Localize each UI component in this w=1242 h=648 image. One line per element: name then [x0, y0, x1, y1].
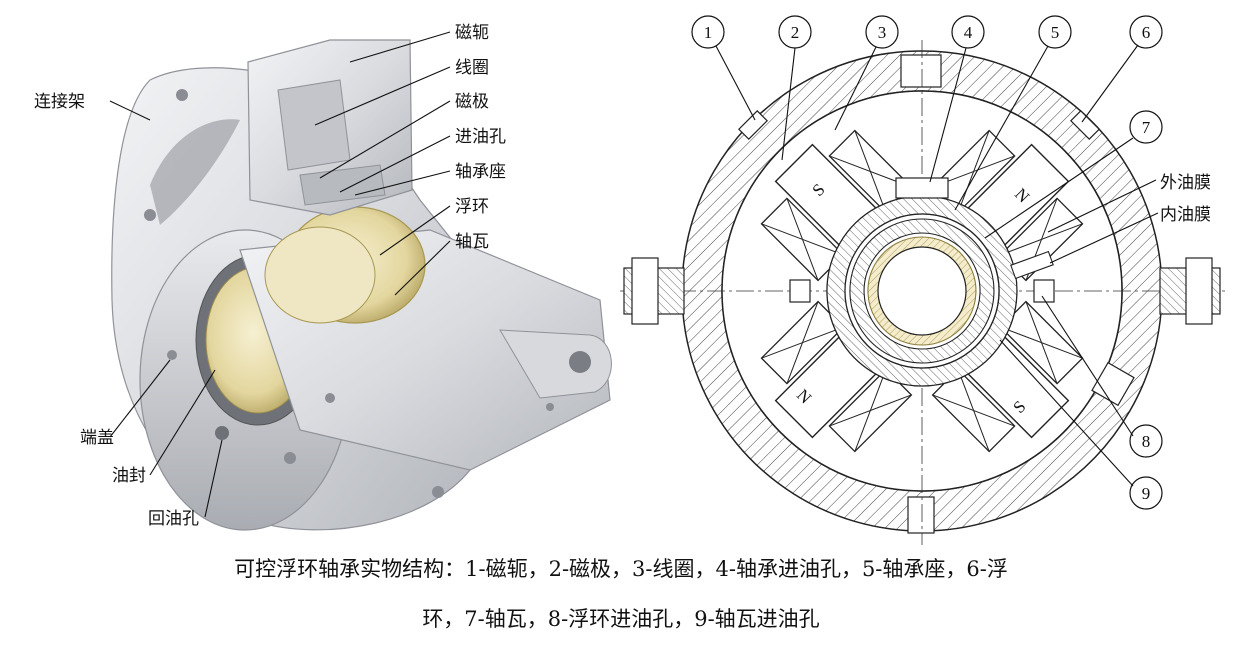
yoke-slot-tr	[1070, 110, 1100, 140]
bolt-hole	[144, 209, 156, 221]
label-yoke: 磁轭	[455, 23, 489, 43]
callout-9	[1129, 476, 1163, 510]
number-callouts: 1 2 3 4 5 6 7 8 9	[691, 15, 1163, 510]
bolt-hole	[325, 393, 335, 403]
label-bearing-seat: 轴承座	[455, 162, 506, 182]
label-inner-film: 内油膜	[1160, 205, 1211, 225]
bolt-hole	[284, 452, 296, 464]
callout-8-text: 8	[1142, 432, 1151, 451]
callout-1-text: 1	[704, 23, 713, 42]
label-outer-film: 外油膜	[1160, 173, 1211, 193]
oil-return-hole	[215, 426, 229, 440]
callout-4-text: 4	[964, 23, 973, 42]
callout-5-text: 5	[1051, 23, 1060, 42]
bolt-hole	[546, 403, 554, 411]
label-bearing-pad: 轴瓦	[455, 232, 489, 252]
ear-hole	[569, 351, 591, 373]
floating-ring-body	[849, 218, 995, 364]
yoke-slot-left	[738, 110, 768, 140]
bolt-hole	[167, 350, 177, 360]
yoke-slot-bottom	[907, 496, 935, 534]
ring-oil-inlet-right	[1033, 279, 1055, 303]
label-oil-inlet: 进油孔	[455, 127, 506, 147]
mounting-ear	[499, 329, 612, 399]
bearing-oil-inlet	[895, 177, 949, 199]
label-oil-seal: 油封	[112, 466, 146, 486]
callout-5	[1038, 15, 1072, 49]
label-connecting-frame: 连接架	[34, 92, 85, 112]
callout-7-text: 7	[1142, 118, 1151, 137]
yoke-slot-right	[1091, 361, 1135, 407]
right-bolt	[1185, 257, 1213, 325]
label-end-cover: 端盖	[80, 428, 114, 448]
callout-2-text: 2	[791, 23, 800, 42]
bolt-hole	[176, 89, 188, 101]
bearing-pad-3d	[264, 226, 376, 324]
callout-7	[1129, 110, 1163, 144]
label-oil-return-hole: 回油孔	[148, 509, 199, 529]
left-leader-lines	[109, 31, 451, 518]
label-coil: 线圈	[455, 58, 489, 78]
callout-4	[951, 15, 985, 49]
left-bolt	[631, 257, 659, 325]
callout-6-text: 6	[1142, 23, 1151, 42]
yoke-slot-top	[900, 54, 942, 88]
label-floating-ring: 浮环	[455, 197, 489, 217]
callout-8	[1129, 424, 1163, 458]
callout-3-text: 3	[878, 23, 887, 42]
frame-cutout	[150, 119, 240, 225]
pad-oil-inlet	[1010, 250, 1054, 280]
bolt-hole	[432, 486, 444, 498]
callout-1	[691, 15, 725, 49]
pole-tip	[299, 164, 386, 206]
coil-window	[277, 79, 351, 171]
caption-line-1: 可控浮环轴承实物结构：1-磁轭，2-磁极，3-线圈，4-轴承进油孔，5-轴承座，…	[234, 557, 1008, 581]
right-leader-lines	[715, 44, 1159, 487]
label-pole: 磁极	[455, 92, 489, 112]
shaft	[877, 246, 967, 336]
callout-9-text: 9	[1142, 484, 1151, 503]
callout-3	[865, 15, 899, 49]
caption-line-2: 环，7-轴瓦，8-浮环进油孔，9-轴瓦进油孔	[422, 607, 820, 631]
callout-6	[1129, 15, 1163, 49]
ring-oil-inlet-left	[789, 279, 811, 303]
bearing-3d-render	[111, 39, 612, 531]
bearing-cross-section: S N N S	[620, 40, 1225, 545]
